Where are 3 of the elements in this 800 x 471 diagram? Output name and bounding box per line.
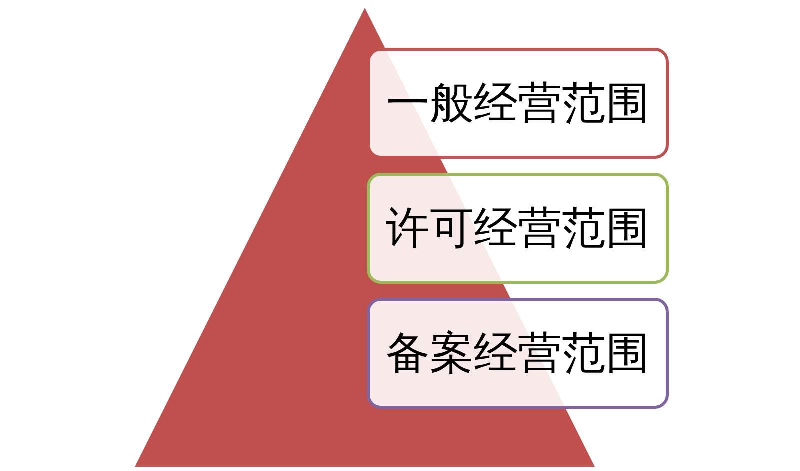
- scope-box: 一般经营范围: [367, 48, 669, 159]
- scope-box: 备案经营范围: [367, 298, 669, 409]
- scope-box: 许可经营范围: [367, 173, 669, 284]
